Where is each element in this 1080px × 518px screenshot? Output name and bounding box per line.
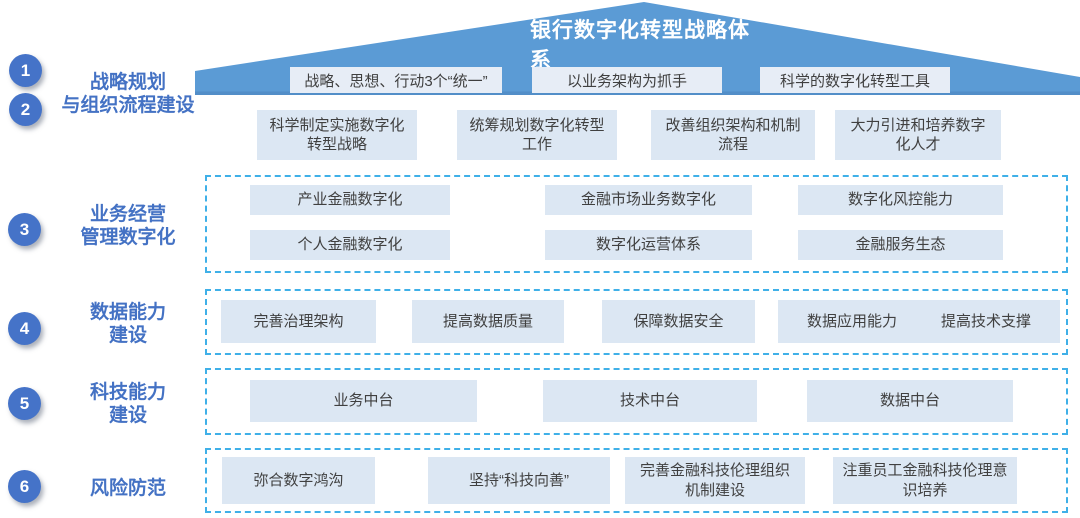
tech-box: 技术中台 — [543, 380, 757, 422]
business-box: 数字化风控能力 — [798, 185, 1003, 215]
data-box: 保障数据安全 — [602, 300, 755, 343]
business-box: 个人金融数字化 — [250, 230, 450, 260]
sidebar-label-tech: 科技能力 建设 — [89, 382, 166, 427]
business-box: 金融市场业务数字化 — [545, 185, 752, 215]
step-badge-4: 4 — [8, 312, 41, 345]
tech-box: 业务中台 — [250, 380, 477, 422]
risk-box: 弥合数字鸿沟 — [222, 457, 375, 504]
section-risk-frame — [205, 448, 1068, 513]
tech-box: 数据中台 — [807, 380, 1013, 422]
step-badge-2: 2 — [9, 93, 42, 126]
section-data-frame — [205, 289, 1068, 355]
strategy-box: 科学制定实施数字化 转型战略 — [257, 110, 417, 160]
pillar-box-unity: 战略、思想、行动3个“统一” — [290, 67, 502, 93]
pillar-box-tools: 科学的数字化转型工具 — [760, 67, 950, 93]
risk-box: 完善金融科技伦理组织 机制建设 — [625, 457, 805, 504]
step-number: 2 — [20, 99, 31, 119]
risk-box: 坚持“科技向善” — [428, 457, 610, 504]
risk-box: 注重员工金融科技伦理意 识培养 — [833, 457, 1017, 504]
step-badge-3: 3 — [8, 213, 41, 246]
strategy-box: 大力引进和培养数字 化人才 — [835, 110, 1001, 160]
step-badge-5: 5 — [8, 387, 41, 420]
sidebar-label-business: 业务经营 管理数字化 — [80, 204, 176, 249]
data-box: 提高技术支撑 — [912, 300, 1060, 343]
strategy-box: 统筹规划数字化转型 工作 — [457, 110, 617, 160]
step-number: 5 — [19, 393, 30, 413]
data-box: 提高数据质量 — [412, 300, 564, 343]
step-badge-6: 6 — [8, 470, 41, 503]
roof-bottom-edge — [195, 91, 1080, 95]
step-number: 4 — [19, 318, 30, 338]
strategy-box: 改善组织架构和机制 流程 — [651, 110, 815, 160]
step-badge-1: 1 — [9, 54, 42, 87]
data-box: 数据应用能力 — [778, 300, 926, 343]
section-tech-frame — [205, 368, 1068, 435]
pillar-box-architecture: 以业务架构为抓手 — [532, 67, 722, 93]
sidebar-label-data: 数据能力 建设 — [89, 302, 166, 347]
sidebar-label-risk: 风险防范 — [89, 478, 166, 499]
business-box: 数字化运营体系 — [545, 230, 752, 260]
step-number: 3 — [19, 219, 30, 239]
data-box: 完善治理架构 — [221, 300, 376, 343]
business-box: 产业金融数字化 — [250, 185, 450, 215]
step-number: 1 — [20, 60, 31, 80]
section-business-frame — [205, 175, 1068, 273]
step-number: 6 — [19, 476, 30, 496]
sidebar-label-strategy-org: 战略规划 与组织流程建设 — [61, 72, 195, 117]
diagram-title: 银行数字化转型战略体系 — [530, 19, 750, 72]
business-box: 金融服务生态 — [798, 230, 1003, 260]
